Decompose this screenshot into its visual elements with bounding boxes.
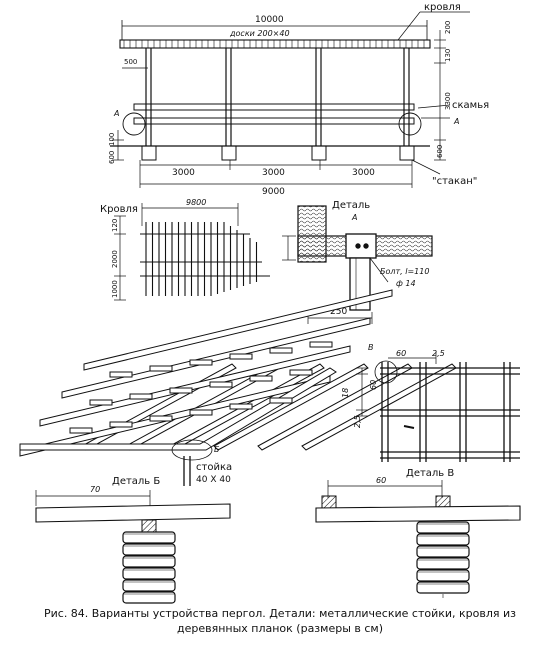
dim-9800: 9800	[186, 198, 206, 207]
plan-dim-2-5-side: 2,5	[353, 415, 362, 428]
detail-a	[282, 205, 433, 324]
dim-1000: 1000	[111, 280, 119, 298]
detail-b-post-stack	[122, 531, 176, 604]
dim-120: 120	[111, 219, 119, 232]
cup-label: "стакан"	[432, 176, 477, 187]
dim-span-2: 3000	[262, 168, 285, 178]
bench	[133, 103, 415, 125]
marker-v: В	[368, 343, 374, 352]
plan-dim-60: 60	[396, 349, 406, 358]
plan-dim-2-5-top: 2,5	[432, 349, 445, 358]
post-callout	[171, 439, 213, 486]
dim-600-right: 600	[436, 145, 444, 158]
plan-dim-60-vertical: 60	[369, 380, 378, 390]
marker-a-left: А	[113, 109, 119, 118]
roof-detail	[114, 203, 270, 301]
roof-label: кровля	[424, 2, 461, 13]
detail-a-title: Деталь	[332, 200, 370, 211]
dim-3300: 3300	[444, 92, 452, 110]
dim-500: 500	[124, 58, 137, 66]
dim-600-left: 600	[108, 151, 116, 164]
detail-b	[35, 490, 231, 604]
dim-100: 100	[108, 133, 116, 146]
dim-total: 10000	[255, 15, 284, 25]
roof-slats	[145, 222, 258, 296]
detail-v-post-stack	[416, 521, 470, 594]
plan-view	[356, 352, 520, 462]
dim-span-3: 3000	[352, 168, 375, 178]
marker-a-right: А	[453, 117, 459, 126]
post-label: стойка	[196, 462, 232, 473]
detail-v-dim-60: 60	[376, 476, 386, 485]
dim-span-1: 3000	[172, 168, 195, 178]
roof-board-ticks	[123, 40, 425, 48]
dim-130: 130	[444, 49, 452, 62]
cups	[141, 145, 415, 161]
posts	[145, 48, 410, 146]
pergola-3d-view	[19, 289, 457, 457]
elevation-view	[110, 11, 470, 188]
dim-9000: 9000	[262, 187, 285, 197]
bench-label: скамья	[452, 100, 489, 111]
detail-b-dim-70: 70	[90, 485, 100, 494]
dim-200: 200	[444, 21, 452, 34]
bolt-label: Болт, l=110	[380, 267, 429, 276]
roof-detail-title: Кровля	[100, 204, 138, 215]
detail-v-title: Деталь В	[406, 468, 454, 479]
detail-v	[315, 480, 521, 600]
detail-b-title: Деталь Б	[112, 476, 160, 487]
dim-2000: 2000	[111, 250, 119, 268]
marker-b: Б	[214, 445, 220, 454]
post-size: 40 X 40	[196, 475, 231, 485]
dim-250: 250	[330, 307, 347, 317]
bolt-dia: ф 14	[396, 279, 416, 288]
dim-boards: доски 200×40	[229, 29, 290, 38]
detail-a-letter: А	[351, 213, 357, 222]
plan-dim-18: 18	[341, 388, 350, 398]
figure-caption: Рис. 84. Варианты устройства пергол. Дет…	[43, 607, 517, 635]
